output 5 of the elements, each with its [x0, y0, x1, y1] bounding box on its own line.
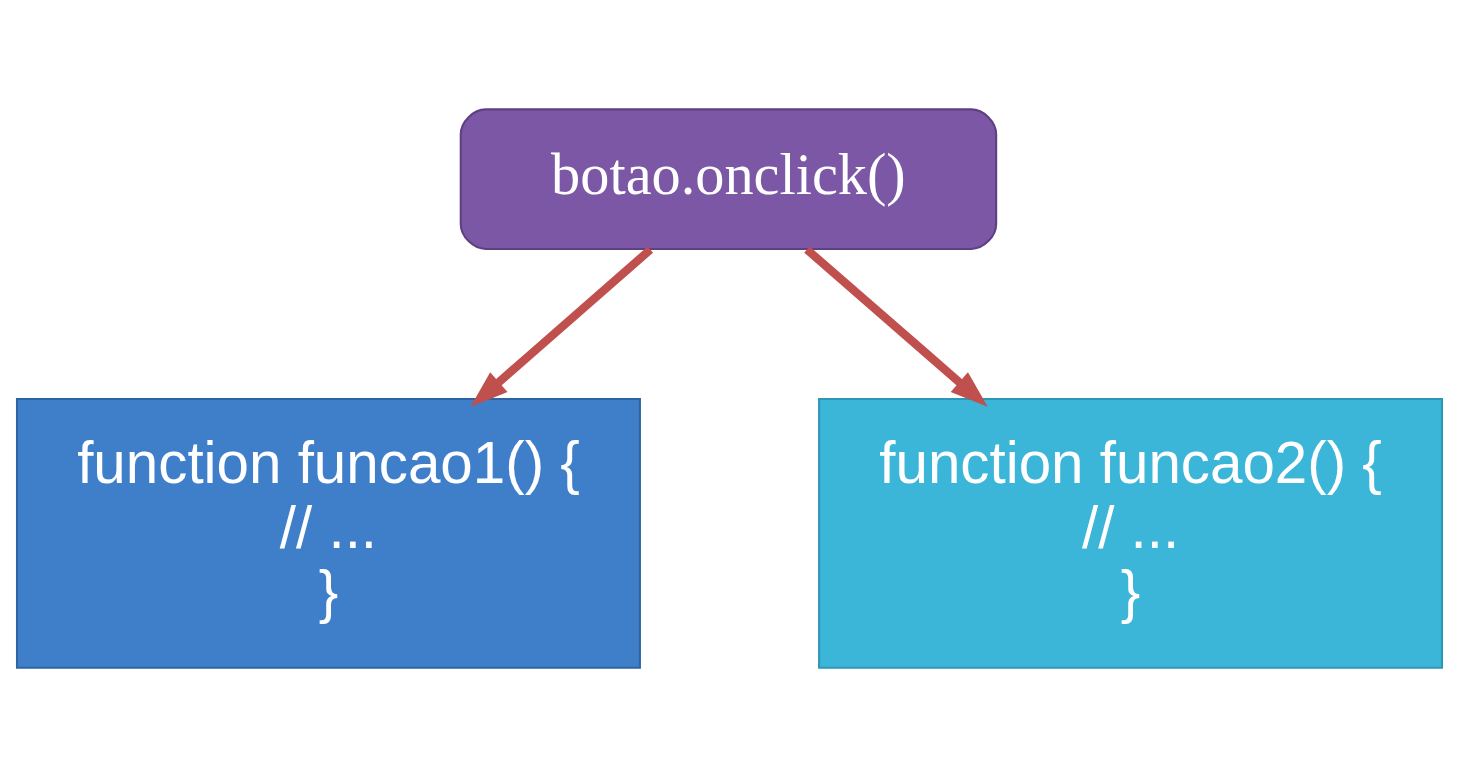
node-box: botao.onclick(): [459, 108, 998, 250]
node-box: function funcao1() { // ... }: [15, 397, 641, 669]
arrow: [804, 246, 988, 407]
node-box: function funcao2() { // ... }: [818, 397, 1444, 669]
arrow: [470, 246, 654, 407]
